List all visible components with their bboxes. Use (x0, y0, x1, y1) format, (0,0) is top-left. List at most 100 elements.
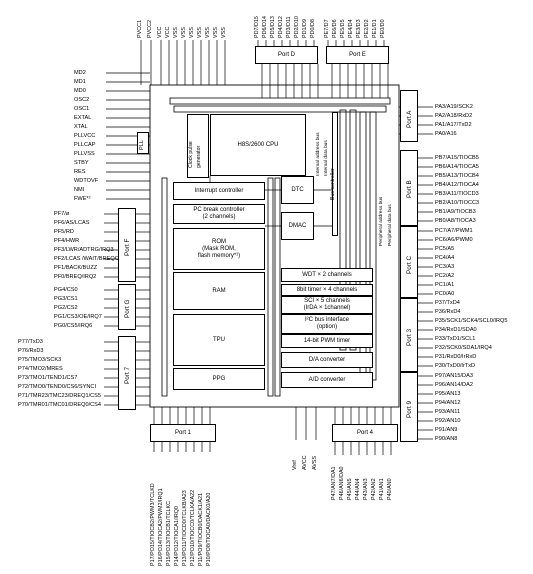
port-3-box (400, 298, 418, 372)
pin-label: PD5/D13 (270, 16, 276, 38)
port-f-box (118, 208, 136, 282)
da-label: D/A converter (308, 356, 346, 363)
pin-label: P93/AN11 (435, 409, 461, 415)
pin-label: PC1/A1 (435, 282, 455, 288)
pin-label: PD4/D12 (278, 16, 284, 38)
clock-label-1: Clock pulse (188, 141, 194, 168)
pin-label: P46/AN6/DA0 (339, 466, 345, 500)
pin-label: PLLVCC (74, 133, 96, 139)
port-c-label: Port C (406, 255, 413, 274)
peripheral-data-bus-label: Peripheral data bus (388, 204, 393, 246)
pin-label: NMI (74, 187, 85, 193)
pin-label: P47/AN7/DA1 (331, 466, 337, 500)
pin-label: P42/AN2 (371, 478, 377, 500)
pin-label: P41/AN1 (379, 478, 385, 500)
pin-label: PA1/A17/TxD2 (435, 122, 472, 128)
dmac-label: DMAC (288, 222, 307, 229)
pin-label: P73/TMO1/TEND1/CS7 (18, 375, 78, 381)
pin-label: PG2/CS2 (54, 305, 78, 311)
pin-label: PG4/CS0 (54, 287, 78, 293)
pin-label: PD2/D10 (294, 16, 300, 38)
port-1-label: Port 1 (174, 429, 191, 436)
rom-block: ROM (Mask ROM, flash memory*¹) (173, 228, 265, 270)
pin-label: VSS (181, 27, 187, 38)
pin-label: RES (74, 169, 86, 175)
pwm-label: 14-bit PWM timer (303, 337, 351, 344)
dtc-block: DTC (281, 176, 314, 204)
pin-label: PD1/D9 (302, 19, 308, 38)
port-d-label: Port D (277, 51, 295, 58)
pin-label: P91/AN9 (435, 427, 458, 433)
pin-label: PF2/LCAS /WAIT/BREQO (54, 256, 120, 262)
pin-label: P40/AN0 (387, 478, 393, 500)
port-7-label: Port 7 (124, 366, 131, 384)
pin-label: P44/AN4 (355, 478, 361, 500)
pc-break-controller-block: PC break controller (2 channels) (173, 204, 265, 224)
pin-label: P30/TxD0/IrTxD (435, 363, 476, 369)
cpu-block: H8S/2600 CPU (210, 114, 306, 176)
clock-label-2: generator (196, 145, 202, 168)
pin-label: P75/TMO3/SCK3 (18, 357, 62, 363)
pin-label: PC3/A3 (435, 264, 455, 270)
pin-label: PC5/A5 (435, 246, 455, 252)
port-d-box: Port D (255, 46, 318, 64)
pin-label: PE1/D1 (372, 19, 378, 38)
pin-label: Vref (292, 460, 298, 470)
internal-address-bus-label: Internal address bus (316, 132, 321, 176)
pin-label: P71/TMR23/TMC23/DREQ1/CS5 (18, 393, 101, 399)
port-a-box (400, 90, 418, 142)
pin-label: P95/AN13 (435, 391, 461, 397)
pin-label: PD0/D8 (310, 19, 316, 38)
wdt-label: WDT × 2 channels (302, 271, 352, 278)
pin-label: P90/AN8 (435, 436, 458, 442)
pin-label: PB5/A13/TIOCB4 (435, 173, 479, 179)
rom-label-2: (Mask ROM, (202, 245, 236, 252)
pin-label: PF0/BREQ/IRQ2 (54, 274, 97, 280)
pin-label: P15/PO13/TIOCB1/TCLKC (166, 500, 172, 566)
pin-label: P70/TMR01/TMC01/DREQ0/CS4 (18, 402, 101, 408)
i2c-label-2: (option) (316, 324, 338, 330)
pin-label: PA0/A16 (435, 131, 457, 137)
pin-label: PB3/A11/TIOCD3 (435, 191, 479, 197)
pin-label: MD2 (74, 70, 86, 76)
pin-label: PC6/A6/PWM0 (435, 237, 473, 243)
ad-label: A/D converter (308, 376, 346, 383)
wdt-block: WDT × 2 channels (281, 268, 373, 282)
pin-label: P43/AN3 (363, 478, 369, 500)
pin-label: PE7/D7 (324, 19, 330, 38)
pin-label: VSS (205, 27, 211, 38)
ppg-label: PPG (212, 375, 226, 382)
pin-label: WDTOVF (74, 178, 99, 184)
pin-label: PC4/A4 (435, 255, 455, 261)
chip-outline (149, 84, 400, 408)
internal-buses (161, 97, 391, 397)
pin-label: VCC (165, 26, 171, 38)
pin-label: PD7/D15 (254, 16, 260, 38)
timer8-block: 8bit timer × 4 channels (281, 284, 373, 296)
pin-label: PF3/LWR/ADTRG/IRQ3 (54, 247, 114, 253)
pin-label: EXTAL (74, 115, 92, 121)
bus-controller-block (332, 112, 338, 236)
pin-label: VSS (221, 27, 227, 38)
pin-label: PE2/D2 (364, 19, 370, 38)
pin-label: PA3/A19/SCK2 (435, 104, 473, 110)
port-7-box (118, 336, 136, 410)
pin-label: P16/PO14/TIOCA2/PWM2/IRQ1 (158, 488, 164, 566)
pin-label: OSC1 (74, 106, 90, 112)
cpu-label: H8S/2600 CPU (237, 141, 279, 148)
pin-label: PVCC2 (147, 20, 153, 38)
ppg-block: PPG (173, 368, 265, 390)
pin-label: P36/RxD4 (435, 309, 461, 315)
pin-label: STBY (74, 160, 89, 166)
pll-block (137, 132, 149, 154)
port-4-label: Port 4 (356, 429, 373, 436)
dtc-label: DTC (291, 186, 304, 193)
pin-label: PA2/A18/RxD2 (435, 113, 473, 119)
pin-label: P32/SCK0/SDA1/IRQ4 (435, 345, 492, 351)
pin-label: P33/TxD1/SCL1 (435, 336, 476, 342)
interrupt-controller-block: Interrupt controller (173, 182, 265, 200)
pin-label: PB1/A9/TIOCB3 (435, 209, 476, 215)
rom-label-3: flash memory*¹) (197, 252, 241, 259)
port-4-box: Port 4 (332, 424, 398, 442)
pin-label: FWE*² (74, 196, 91, 202)
